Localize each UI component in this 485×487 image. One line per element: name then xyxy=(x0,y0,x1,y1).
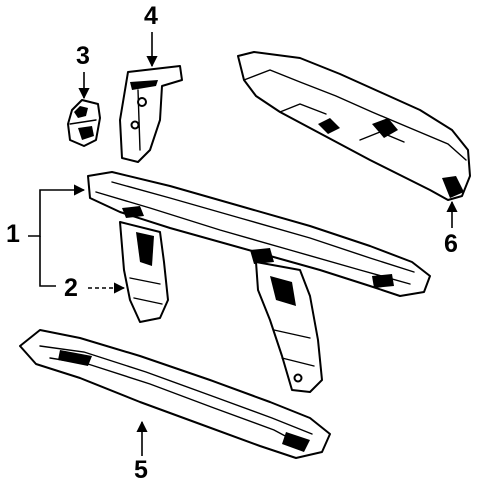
part-4-bracket xyxy=(119,65,183,163)
callout-1: 1 xyxy=(6,220,20,248)
leader-lines xyxy=(28,32,458,456)
callout-4: 4 xyxy=(144,2,158,30)
side-member-right xyxy=(255,261,323,393)
callout-3: 3 xyxy=(76,42,90,70)
part-6-deflector xyxy=(237,51,471,201)
part-5-lower-support xyxy=(19,329,331,459)
callout-2: 2 xyxy=(64,274,78,302)
part-1-radiator-support xyxy=(87,171,431,297)
callout-5: 5 xyxy=(134,456,148,484)
callout-6: 6 xyxy=(444,230,458,258)
leader-1-lower xyxy=(39,236,56,287)
part-3-clip xyxy=(67,99,101,147)
part-2-side-member-left xyxy=(119,221,169,323)
leader-1 xyxy=(28,184,86,237)
